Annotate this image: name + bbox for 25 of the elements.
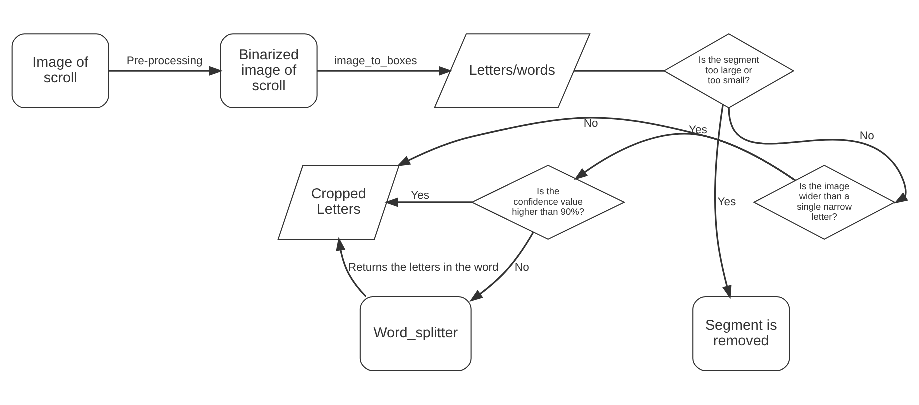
- edge-label: Yes: [411, 190, 430, 202]
- connector: [574, 70, 664, 72]
- arrow: [384, 198, 472, 208]
- arrow: [714, 104, 732, 300]
- node-diamond: Is the segment too large or too small?: [663, 34, 795, 109]
- edge-label: Yes: [718, 196, 736, 208]
- edge-label: No: [584, 118, 598, 130]
- edge-label: No: [514, 262, 530, 274]
- node-box: Binarized image of scroll: [220, 34, 318, 109]
- edge-label: No: [860, 130, 874, 143]
- edge-label: image_to_boxes: [334, 56, 418, 68]
- node-box: Image of scroll: [12, 34, 110, 109]
- edge-label: Returns the letters in the word: [348, 262, 499, 274]
- arrow: [728, 108, 908, 204]
- arrow: [470, 232, 534, 302]
- arrow: [317, 66, 453, 76]
- arrow: [396, 117, 796, 182]
- node-diamond: Is the confidence value higher than 90%?: [470, 164, 626, 240]
- arrow: [108, 66, 224, 76]
- node-box: Segment is removed: [692, 296, 790, 372]
- node-diamond: Is the image wider than a single narrow letter?: [753, 164, 896, 240]
- node-box: Word_splitter: [360, 296, 472, 372]
- edge-label: Yes: [689, 124, 708, 137]
- arrow: [336, 237, 367, 298]
- edge-label: Pre-processing: [126, 56, 203, 68]
